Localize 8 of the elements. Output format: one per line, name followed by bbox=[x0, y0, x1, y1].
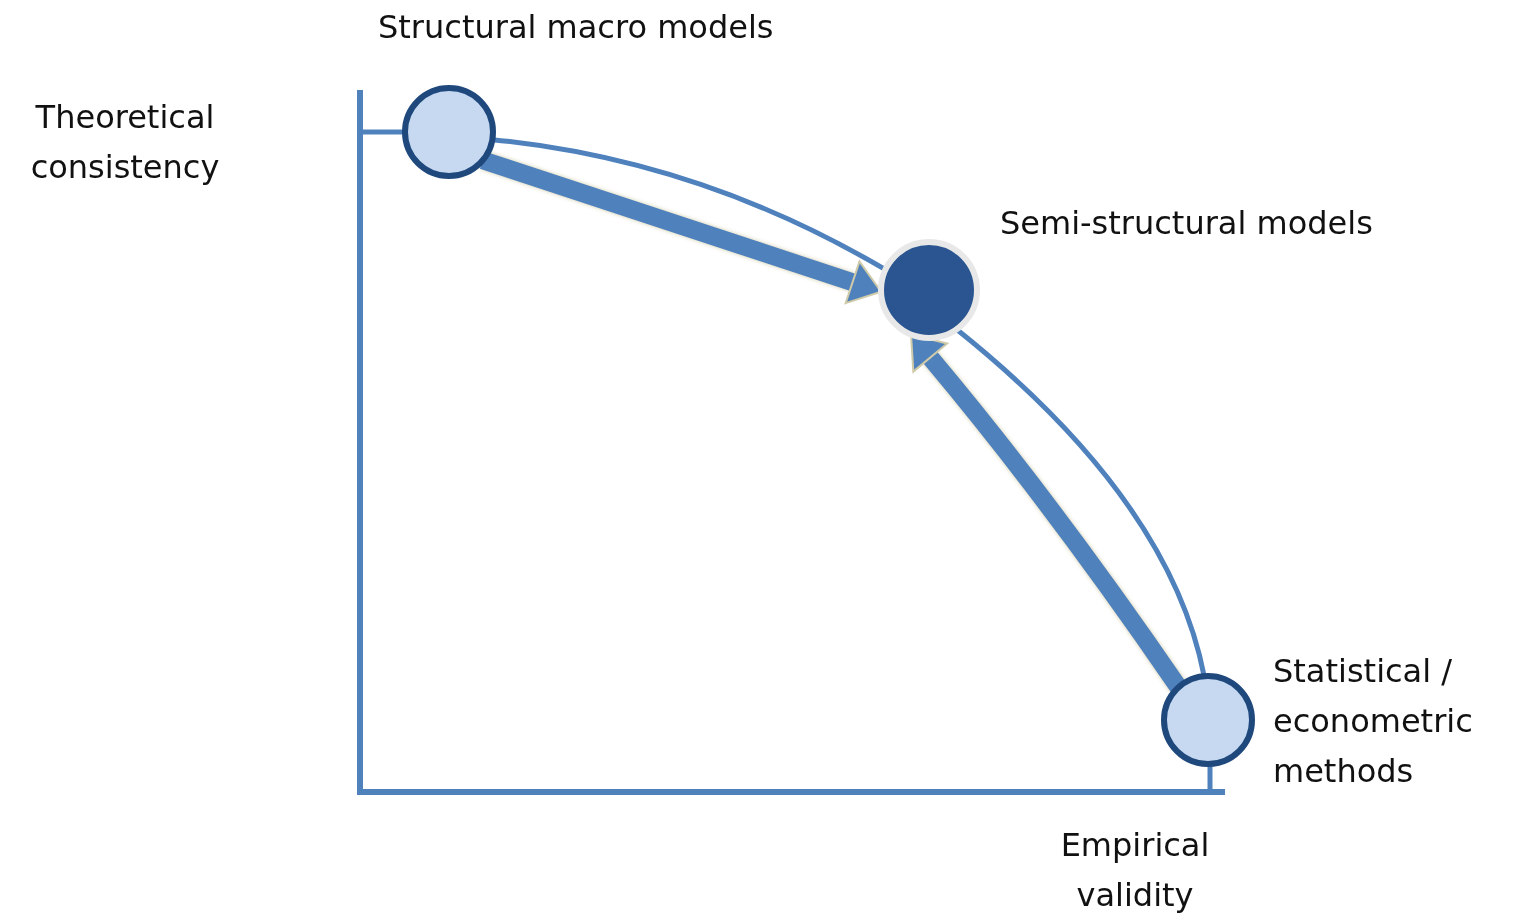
axis-label: Empirical validity bbox=[1059, 825, 1211, 916]
point-label: Structural macro models bbox=[378, 7, 775, 48]
circle-marker bbox=[402, 85, 496, 179]
axis-label: Theoretical consistency bbox=[29, 97, 221, 188]
circle-marker bbox=[1161, 673, 1255, 767]
point-label: Statistical / econometric methods bbox=[1273, 651, 1474, 792]
circle-marker bbox=[878, 239, 980, 341]
point-label: Semi-structural models bbox=[1000, 203, 1374, 244]
